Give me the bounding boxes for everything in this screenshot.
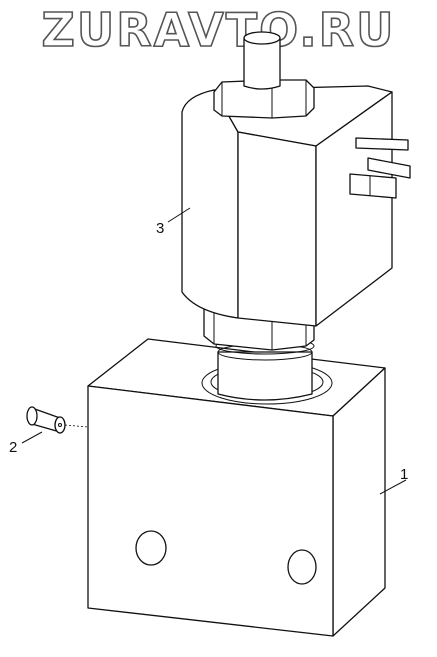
callout-label-1: 1 — [400, 466, 409, 483]
leader-line-1 — [379, 479, 407, 495]
top-tube-end — [243, 31, 281, 45]
block-port-hole-left — [135, 530, 167, 566]
callout-label-2: 2 — [9, 439, 18, 456]
block-port-hole-right — [287, 549, 317, 585]
stem-cylinder — [217, 351, 313, 401]
coil-front-face — [237, 131, 317, 327]
callout-label-3: 3 — [156, 220, 165, 237]
leader-line-2 — [21, 431, 43, 444]
plug-alignment-line — [64, 424, 89, 428]
watermark: ZURAVTO.RU — [41, 2, 396, 58]
top-tube — [243, 37, 281, 90]
terminal-mid — [367, 157, 411, 179]
plug-end-right — [54, 416, 66, 434]
block-right-face — [332, 367, 386, 637]
coil-right-face — [315, 91, 393, 327]
coil-rounded-left — [181, 89, 239, 319]
plug-part — [26, 406, 89, 434]
solenoid-coil — [181, 85, 411, 327]
coil-connector-terminals — [349, 137, 411, 199]
leader-line-3 — [167, 207, 191, 223]
block-front-face — [87, 385, 334, 637]
plug-end-left — [26, 406, 38, 426]
terminal-top — [355, 137, 409, 151]
top-hex-nut — [213, 31, 315, 119]
terminal-low — [349, 173, 397, 199]
